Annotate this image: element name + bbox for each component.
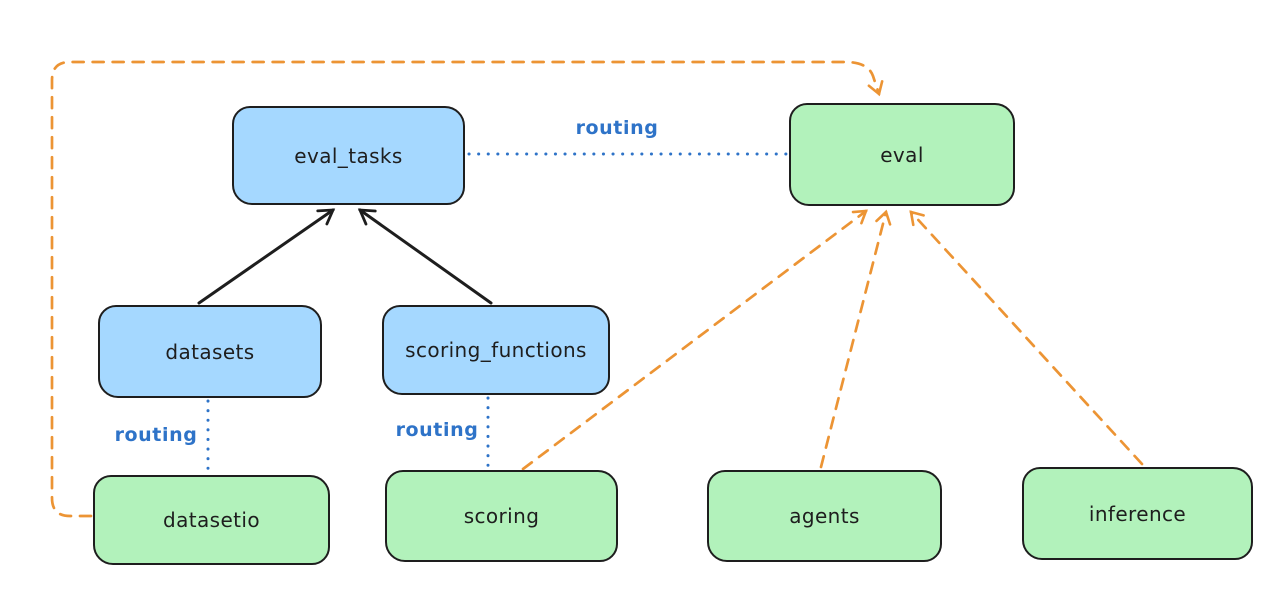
node-datasetio-label: datasetio — [162, 508, 260, 532]
node-datasetio: datasetio — [93, 475, 330, 565]
node-eval-label: eval — [880, 142, 924, 167]
node-scoring-label: scoring — [463, 504, 540, 528]
edge-datasets-to-eval-tasks — [197, 208, 336, 305]
edge-inference-to-eval — [909, 210, 1144, 466]
node-agents: agents — [707, 470, 942, 562]
node-scoring: scoring — [385, 470, 618, 562]
edge-label-routing-scoring-functions-scoring: routing — [395, 419, 479, 441]
node-eval-tasks-label: eval_tasks — [294, 143, 403, 168]
node-datasets-label: datasets — [165, 339, 255, 364]
edge-scoring-functions-to-eval-tasks — [357, 208, 493, 305]
node-scoring-functions: scoring_functions — [382, 305, 610, 395]
node-scoring-functions-label: scoring_functions — [405, 338, 587, 362]
node-eval-tasks: eval_tasks — [232, 106, 465, 205]
node-eval: eval — [789, 103, 1015, 206]
edge-label-routing-datasets-datasetio: routing — [114, 424, 198, 446]
edge-label-routing-eval-tasks-eval: routing — [575, 117, 659, 139]
edge-scoring-to-eval — [521, 209, 868, 471]
edge-datasetio-to-eval — [50, 60, 884, 518]
node-datasets: datasets — [98, 305, 322, 398]
node-inference: inference — [1022, 467, 1253, 560]
node-inference-label: inference — [1088, 501, 1187, 526]
edge-agents-to-eval — [819, 209, 892, 469]
node-agents-label: agents — [789, 504, 860, 528]
